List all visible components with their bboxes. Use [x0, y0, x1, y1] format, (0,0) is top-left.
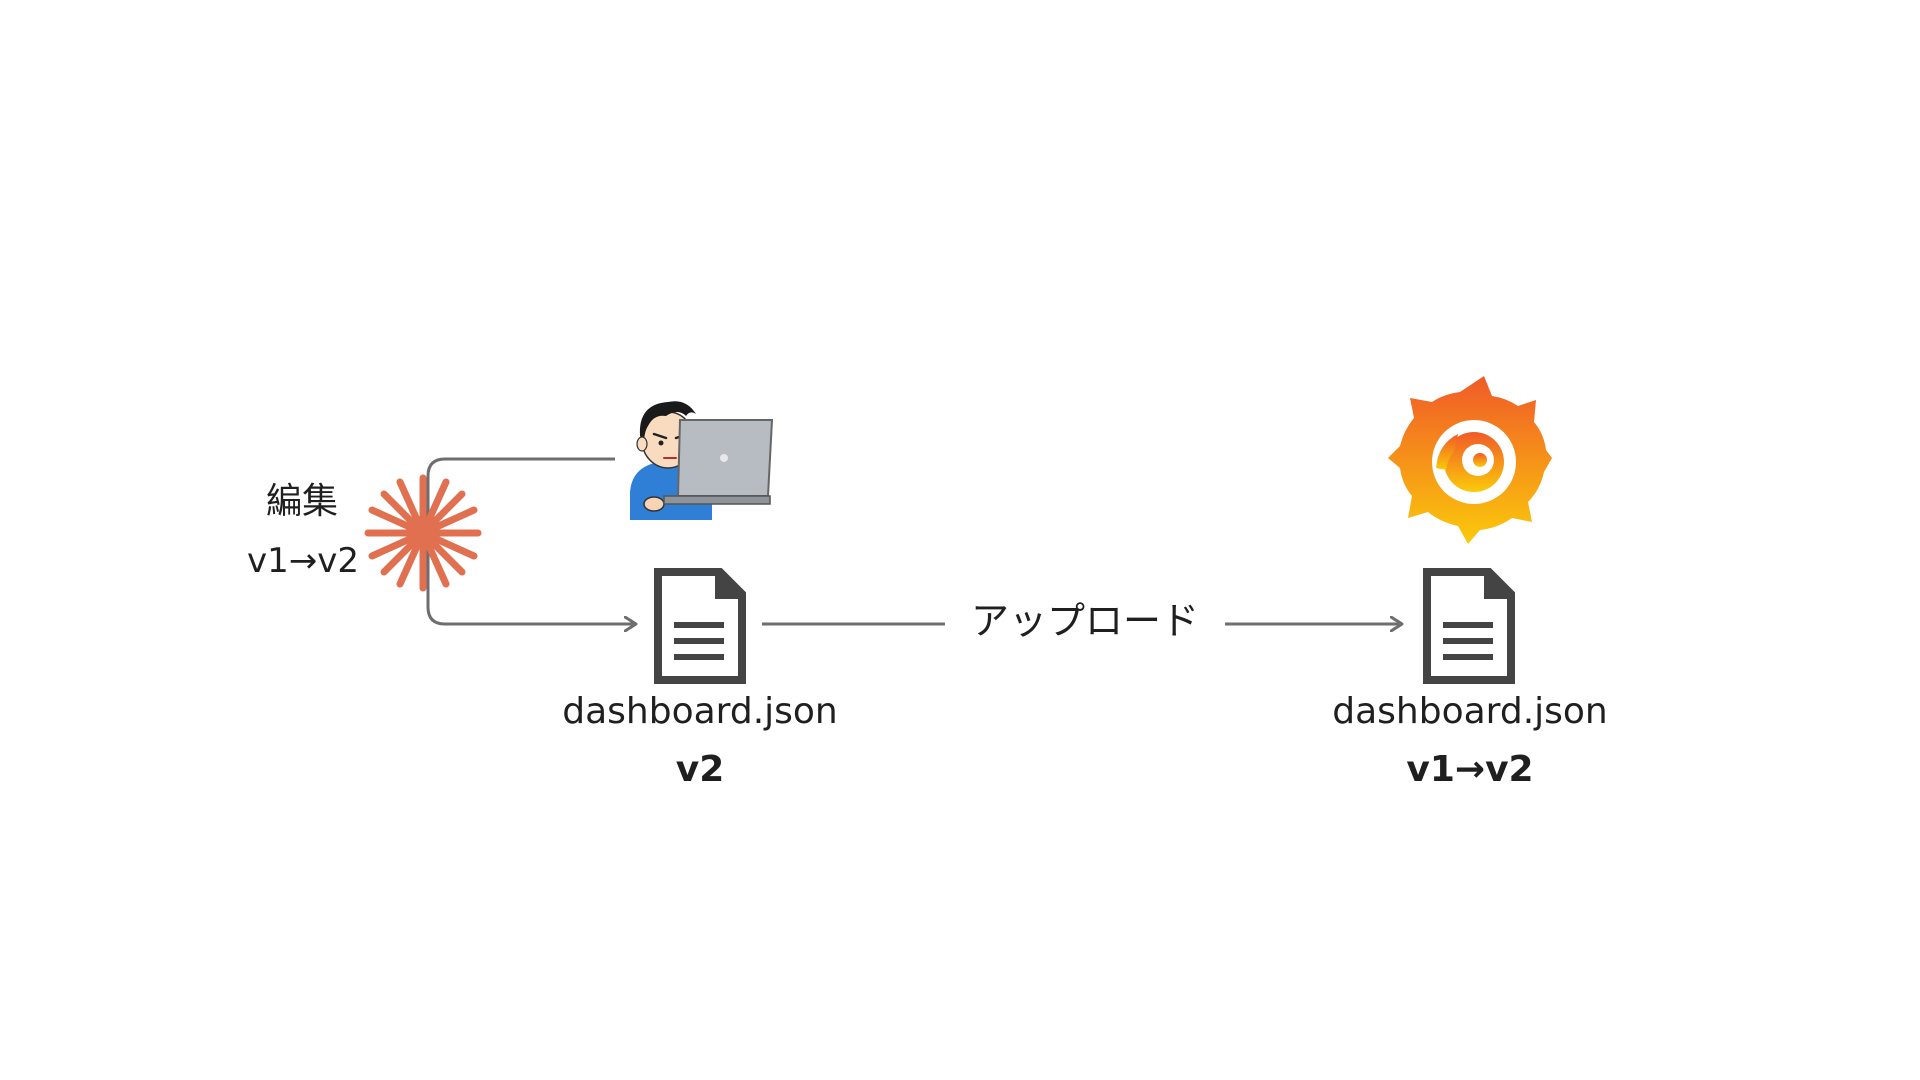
local-file-version: v2: [675, 749, 725, 790]
remote-file-version: v1→v2: [1406, 749, 1534, 790]
document-icon: [1423, 568, 1515, 684]
edit-version-label: v1→v2: [247, 541, 359, 581]
edit-label: 編集: [265, 481, 338, 522]
upload-label: アップロード: [955, 602, 1215, 640]
remote-file-name: dashboard.json: [1332, 691, 1608, 732]
edit-burst-icon: [364, 474, 482, 592]
local-file-name: dashboard.json: [562, 691, 838, 732]
grafana-logo: [1388, 376, 1552, 544]
document-icon: [654, 568, 746, 684]
person-at-laptop-icon: [630, 401, 774, 520]
